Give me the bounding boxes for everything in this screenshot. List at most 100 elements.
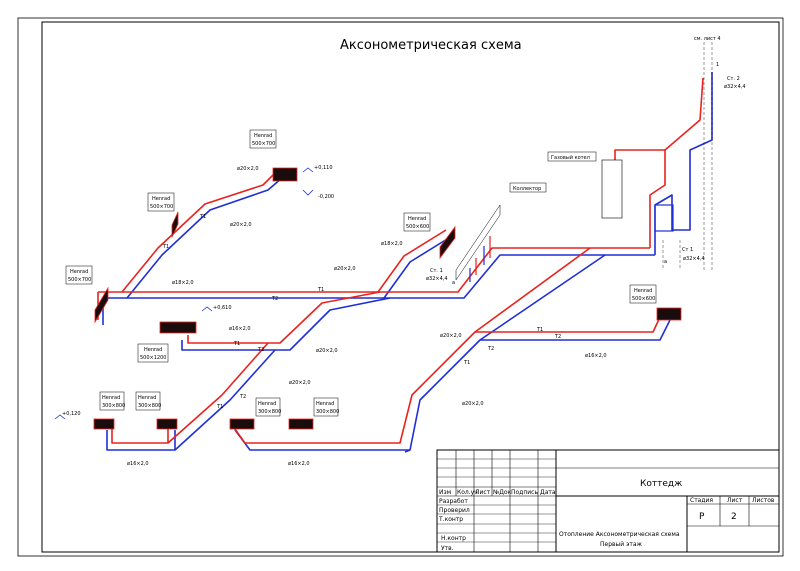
collector-label-box xyxy=(509,182,547,193)
pipe-label: ø20×2,0 xyxy=(230,222,252,228)
t1-mark: T1 xyxy=(463,360,470,366)
t2-mark: T2 xyxy=(271,296,278,302)
t2-mark: T2 xyxy=(239,394,246,400)
radiator-size: 300×800 xyxy=(316,409,339,415)
elevation-label: +0,610 xyxy=(213,305,232,311)
radiator xyxy=(171,211,179,238)
radiator-label: Henrad xyxy=(254,133,272,139)
return-pipe xyxy=(103,177,283,299)
elevation-arrow xyxy=(201,306,213,312)
radiator-label: Henrad xyxy=(102,395,120,401)
title-block xyxy=(436,449,780,553)
radiator xyxy=(156,418,178,430)
radiator-size: 300×800 xyxy=(138,403,161,409)
return-pipe xyxy=(181,297,391,351)
radiator-label-box xyxy=(65,265,93,285)
pipe-marks: T1 T1 T1 T2 T1 T2 T1 T2 T1 T2 T1 T2 xyxy=(162,214,561,410)
radiator xyxy=(229,418,255,430)
t2-mark: T2 xyxy=(257,347,264,353)
boiler-label-box xyxy=(547,151,597,162)
col-header: Лист xyxy=(475,489,491,496)
return-pipes xyxy=(102,72,713,453)
supply-pipe xyxy=(664,77,704,151)
radiator-size: 500×700 xyxy=(150,204,173,210)
boiler-label: Газовый котел xyxy=(551,154,590,161)
radiator-label: Henrad xyxy=(70,269,88,275)
pipe-label: ø20×2,0 xyxy=(316,348,338,354)
row-header: Разработ xyxy=(439,498,468,505)
sheet-label: Лист xyxy=(727,497,743,504)
collector xyxy=(455,204,501,282)
return-pipe xyxy=(106,430,176,451)
radiator-size: 300×800 xyxy=(258,409,281,415)
radiator xyxy=(439,225,456,260)
supply-pipe xyxy=(614,149,666,248)
pipe-label: ø20×2,0 xyxy=(237,166,259,172)
radiator-label-box xyxy=(629,284,657,304)
riser-mark: а xyxy=(452,280,455,286)
radiator-label-box xyxy=(255,397,281,417)
sheets-label: Листов xyxy=(752,497,775,504)
pipe-label: ø20×2,0 xyxy=(334,266,356,272)
t1-mark: T1 xyxy=(216,404,223,410)
col-header: Подпись xyxy=(511,489,538,496)
stage-label: Стадия xyxy=(690,497,713,504)
return-pipe xyxy=(404,449,411,453)
supply-pipe xyxy=(111,425,169,444)
radiator-label: Henrad xyxy=(152,196,170,202)
pipe-label: ø32×4,4 xyxy=(683,256,705,262)
radiator-label: Henrad xyxy=(144,347,162,353)
radiator-size: 500×600 xyxy=(406,224,429,230)
supply-pipe xyxy=(122,247,591,444)
heat-exchanger xyxy=(654,204,674,232)
radiator-size: 500×700 xyxy=(68,277,91,283)
t2-mark: T2 xyxy=(487,346,494,352)
col-header: Дата xyxy=(540,489,556,496)
t1-mark: T1 xyxy=(199,214,206,220)
elevation-arrow xyxy=(302,167,314,173)
pipe-label: ø16×2,0 xyxy=(127,461,149,467)
pipe-label: ø16×2,0 xyxy=(288,461,310,467)
outer-frame xyxy=(17,17,784,557)
pipe-label: ø18×2,0 xyxy=(172,280,194,286)
elevation-arrow xyxy=(54,414,66,420)
collector-label: Коллектор xyxy=(513,186,541,192)
radiator-size: 500×1200 xyxy=(140,355,166,361)
t1-mark: T1 xyxy=(162,244,169,250)
return-pipe xyxy=(174,349,276,451)
row-header: Н.контр xyxy=(441,535,466,542)
radiator-label: Henrad xyxy=(634,288,652,294)
radiators xyxy=(93,167,682,430)
row-header: Проверил xyxy=(439,507,470,514)
radiator-label-box xyxy=(137,343,169,363)
supply-pipe xyxy=(98,171,277,293)
return-pipe xyxy=(127,254,606,451)
radiator-label: Henrad xyxy=(408,216,426,222)
title-block-text: Изм Кол.уч Лист №Док Подпись Дата Разраб… xyxy=(438,479,775,552)
radiator-label: Henrad xyxy=(316,401,334,407)
t2-mark: T2 xyxy=(554,334,561,340)
pipe-label: ø16×2,0 xyxy=(229,326,251,332)
radiator-size: 500×600 xyxy=(632,296,655,302)
title-block-frame xyxy=(436,449,780,553)
supply-pipes xyxy=(97,77,704,444)
stage-value: Р xyxy=(699,512,705,522)
supply-pipe xyxy=(475,312,663,333)
radiator-label: Henrad xyxy=(138,395,156,401)
return-pipe xyxy=(383,235,453,299)
gas-boiler xyxy=(601,159,623,219)
supply-pipe xyxy=(377,229,447,293)
inner-frame xyxy=(41,21,780,553)
see-sheet-label: см. лист 4 xyxy=(694,36,721,42)
pipe-label: ø32×4,4 xyxy=(426,276,448,282)
radiator xyxy=(272,167,298,182)
row-header: Т.контр xyxy=(438,516,463,523)
supply-pipe xyxy=(187,291,381,344)
pipe-label: ø18×2,0 xyxy=(381,241,403,247)
radiator-label-box xyxy=(403,212,431,232)
riser-label: Ст. 1 xyxy=(430,268,443,274)
drawing-title: Аксонометрическая схема xyxy=(340,38,522,53)
radiator-label-box xyxy=(135,391,161,411)
return-pipe xyxy=(480,319,671,341)
